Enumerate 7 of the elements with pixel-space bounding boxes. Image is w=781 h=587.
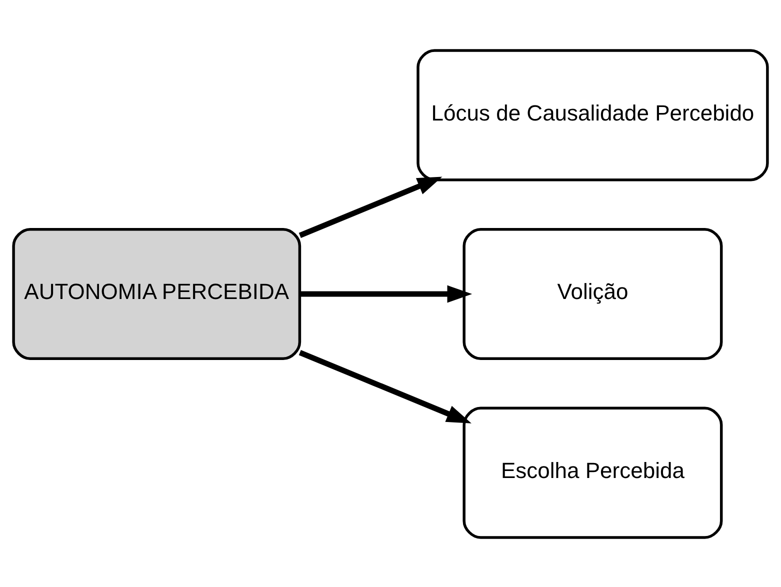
arrow xyxy=(298,350,472,423)
arrow xyxy=(300,284,472,302)
node-box: Volição xyxy=(462,227,723,360)
node-box: Lócus de Causalidade Percebido xyxy=(416,48,769,181)
node-box: AUTONOMIA PERCEBIDA xyxy=(12,227,302,360)
node-box: Escolha Percebida xyxy=(462,406,723,538)
arrow xyxy=(298,176,442,238)
